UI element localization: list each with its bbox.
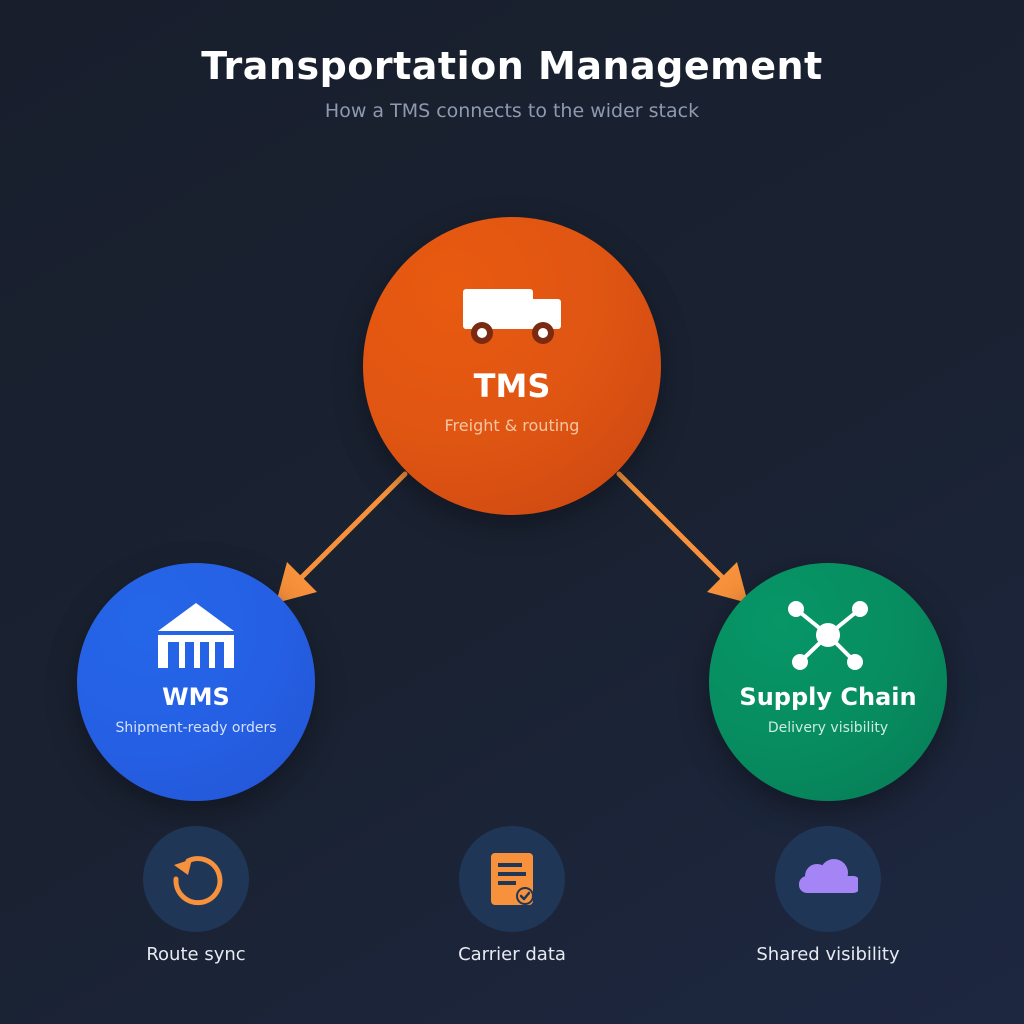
node-tms-label: TMS [473,367,551,405]
page-title: Transportation Management [201,44,823,88]
feature-route-sync[interactable]: Route sync [96,826,296,965]
feature-route-sync-label: Route sync [146,944,246,965]
node-tms[interactable]: TMS Freight & routing [363,217,661,515]
arrow-tms-to-supply-chain [616,471,727,582]
arrow-tms-to-wms [297,471,408,582]
feature-shared-visibility[interactable]: Shared visibility [728,826,928,965]
arrowhead-wms [276,562,317,603]
node-supply-chain[interactable]: Supply Chain Delivery visibility [709,563,947,801]
document-check-icon [491,853,534,905]
page-subtitle: How a TMS connects to the wider stack [324,100,700,122]
feature-shared-visibility-label: Shared visibility [756,944,900,965]
feature-shared-visibility-badge [775,826,881,932]
arrowhead-supply-chain [707,562,748,603]
node-supply-chain-sublabel: Delivery visibility [767,720,889,736]
feature-carrier-data[interactable]: Carrier data [412,826,612,965]
node-supply-chain-label: Supply Chain [739,683,917,711]
feature-carrier-data-label: Carrier data [458,944,566,965]
truck-icon [463,289,561,344]
feature-carrier-data-badge [459,826,565,932]
warehouse-icon [158,603,234,668]
cloud-icon [799,859,858,893]
refresh-icon [173,856,223,906]
feature-route-sync-badge [143,826,249,932]
network-icon [788,601,868,670]
node-wms[interactable]: WMS Shipment-ready orders [77,563,315,801]
node-wms-sublabel: Shipment-ready orders [115,720,277,736]
node-tms-sublabel: Freight & routing [444,416,580,435]
node-wms-label: WMS [162,683,230,711]
